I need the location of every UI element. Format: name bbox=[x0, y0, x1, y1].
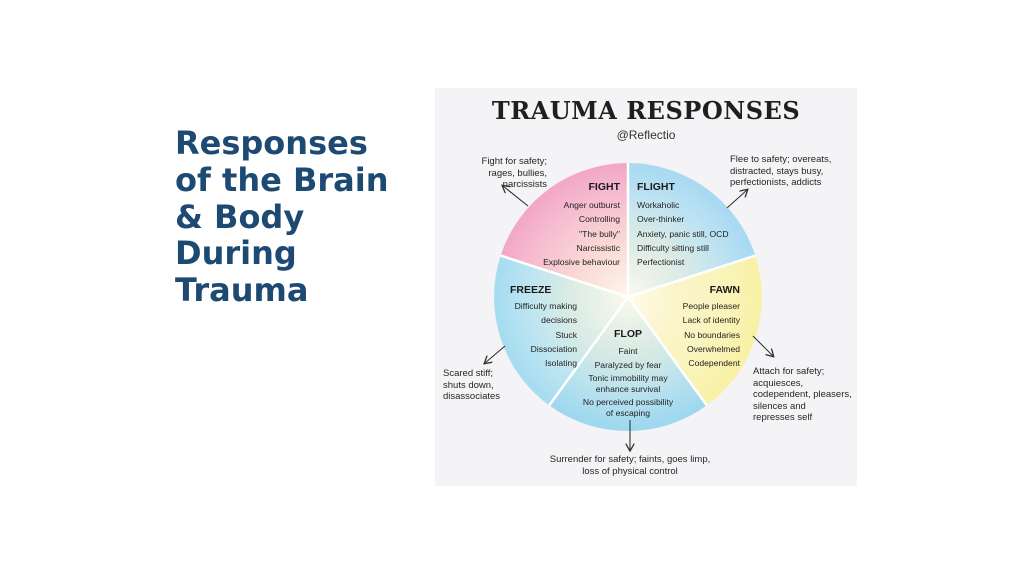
freeze-item: Dissociation bbox=[530, 343, 577, 354]
flop-items-escape: No perceived possibility of escaping bbox=[568, 397, 688, 418]
fight-label: FIGHT bbox=[588, 181, 621, 193]
fight-note-line: narcissists bbox=[502, 179, 547, 191]
fawn-items: People pleaser Lack of identity No bound… bbox=[665, 299, 740, 370]
fight-items: Anger outburst Controlling "The bully" N… bbox=[530, 198, 620, 269]
fight-note: Fight for safety; rages, bullies, narcis… bbox=[451, 156, 547, 191]
infographic-title: TRAUMA RESPONSES bbox=[491, 96, 801, 125]
fawn-note-line: codependent, pleasers, bbox=[753, 389, 852, 401]
flop-item: Tonic immobility may bbox=[588, 373, 668, 383]
freeze-note-line: disassociates bbox=[443, 391, 501, 403]
flop-item: enhance survival bbox=[595, 383, 661, 394]
fight-note-line: rages, bullies, bbox=[488, 167, 547, 179]
fight-note-line: Fight for safety; bbox=[481, 156, 547, 167]
freeze-item: decisions bbox=[541, 315, 577, 326]
flop-note: Surrender for safety; faints, goes limp,… bbox=[525, 454, 735, 477]
flight-label: FLIGHT bbox=[637, 181, 675, 193]
title-line: of the Brain bbox=[175, 160, 389, 199]
flop-label: FLOP bbox=[614, 328, 642, 340]
freeze-label: FREEZE bbox=[510, 284, 552, 296]
fawn-note: Attach for safety; acquiesces, codepende… bbox=[753, 366, 855, 424]
fawn-note-line: represses self bbox=[753, 412, 813, 424]
pie-wheel bbox=[435, 163, 857, 486]
title-line: Trauma bbox=[175, 271, 309, 310]
title-line: & Body bbox=[175, 197, 305, 236]
freeze-note: Scared stiff; shuts down, disassociates bbox=[443, 368, 523, 403]
flight-note-line: perfectionists, addicts bbox=[730, 177, 822, 189]
arrow-fight bbox=[503, 186, 529, 207]
flight-note-line: Flee to safety; overeats, bbox=[730, 154, 832, 165]
freeze-note-line: shuts down, bbox=[443, 379, 494, 391]
flight-note: Flee to safety; overeats, distracted, st… bbox=[730, 154, 855, 189]
fight-item: Anger outburst bbox=[563, 200, 620, 210]
arrow-fawn bbox=[752, 335, 773, 356]
flop-item: Paralyzed by fear bbox=[594, 360, 662, 371]
freeze-item: Difficulty making bbox=[514, 301, 577, 311]
fight-item: Narcissistic bbox=[576, 242, 620, 253]
fawn-note-line: acquiesces, bbox=[753, 377, 804, 389]
flop-item: Faint bbox=[618, 346, 638, 356]
flop-items-detail: Tonic immobility may enhance survival bbox=[568, 373, 688, 394]
title-line: Responses bbox=[175, 124, 368, 162]
fawn-item: People pleaser bbox=[682, 301, 740, 311]
flight-item: Perfectionist bbox=[637, 257, 685, 268]
arrows bbox=[485, 186, 773, 450]
slide-title: Responses of the Brain & Body During Tra… bbox=[175, 125, 405, 309]
flop-note-line: loss of physical control bbox=[582, 465, 678, 477]
flop-item: of escaping bbox=[606, 407, 650, 418]
flight-item: Over-thinker bbox=[637, 214, 685, 225]
flop-item: No perceived possibility bbox=[582, 397, 674, 407]
fawn-note-line: silences and bbox=[753, 400, 806, 412]
fawn-item: Codependent bbox=[688, 358, 740, 369]
flight-item: Workaholic bbox=[637, 200, 680, 210]
title-line: During bbox=[175, 234, 297, 273]
flight-items: Workaholic Over-thinker Anxiety, panic s… bbox=[637, 198, 752, 269]
flight-item: Anxiety, panic still, OCD bbox=[637, 228, 729, 239]
segment-dividers bbox=[500, 163, 756, 407]
fight-item: Controlling bbox=[578, 214, 620, 225]
fawn-item: Overwhelmed bbox=[686, 343, 740, 354]
infographic-handle: @Reflectio bbox=[616, 128, 676, 142]
fight-item: "The bully" bbox=[579, 228, 620, 239]
freeze-item: Stuck bbox=[555, 329, 578, 340]
freeze-note-line: Scared stiff; bbox=[443, 368, 493, 379]
trauma-responses-infographic: TRAUMA RESPONSES @Reflectio Fight for sa… bbox=[435, 88, 857, 486]
fawn-note-line: Attach for safety; bbox=[753, 366, 825, 377]
flop-note-line: Surrender for safety; faints, goes limp, bbox=[549, 454, 711, 465]
freeze-item: Isolating bbox=[544, 358, 577, 369]
flight-note-line: distracted, stays busy, bbox=[730, 165, 824, 177]
flight-item: Difficulty sitting still bbox=[637, 242, 709, 253]
arrow-flight bbox=[726, 190, 747, 209]
flop-items: Faint Paralyzed by fear bbox=[568, 344, 688, 373]
freeze-items: Difficulty making decisions Stuck Dissoc… bbox=[495, 299, 577, 370]
fawn-item: No boundaries bbox=[684, 329, 740, 340]
fawn-label: FAWN bbox=[709, 284, 740, 296]
arrow-freeze bbox=[485, 345, 506, 363]
fawn-item: Lack of identity bbox=[682, 315, 740, 326]
fight-item: Explosive behaviour bbox=[543, 257, 620, 268]
